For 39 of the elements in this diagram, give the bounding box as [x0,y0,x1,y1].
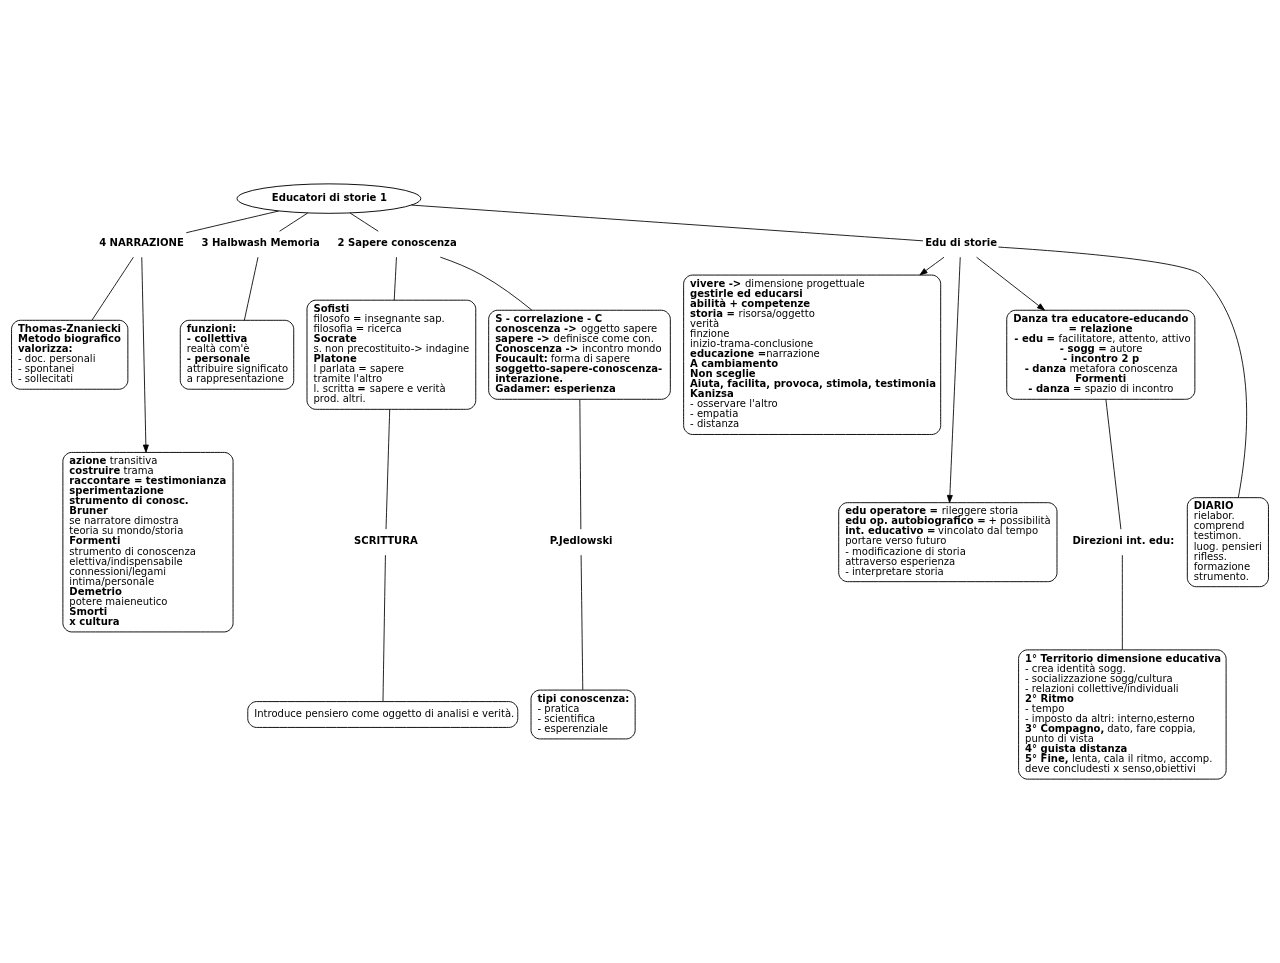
connector [1105,398,1122,530]
connector [439,256,533,311]
connector [185,210,280,234]
connector [1121,554,1123,651]
connector [579,398,582,530]
node-box: edu operatore = rileggere storia edu op. autobiografico = + possibilità int. educativo = vincolato dal tempo portare verso futuro - modificazione di storia attraverso esperienza - interpretare storia [838,502,1058,583]
connector [580,554,584,691]
node-text: 3 Halbwash Memoria [201,237,320,249]
arrow [141,256,149,453]
node-box: funzioni: - collettiva realtà com'è - personale attribuire significato a rappresentazione [179,319,295,390]
connector [91,256,134,321]
connector [243,256,259,321]
connector [411,204,924,242]
node-ellipse: Educatori di storie 1 [236,183,422,214]
connector [385,409,391,530]
node-box: Danza tra educatore-educando = relazione - edu = facilitatore, attento, attivo - sogg = autore - incontro 2 p - danza metafora conoscenza Formenti - danza = spazio di incontro [1006,309,1196,400]
node-text: Direzioni int. edu: [1072,535,1175,547]
node-box: 1° Territorio dimensione educativa - crea identità sogg. - socializzazione sogg/cultura - relazioni collettive/individuali 2° Ritmo - tempo - imposto da altri: interno,esterno 3° Compagno, dato, fare coppia, punto di vista 4° guista distanza 5° Fine, lenta, cala il ritmo, accomp. deve concludesti x senso,obiettivi [1018,649,1227,780]
node-text: 2 Sapere conoscenza [337,237,457,249]
arrow [919,256,945,276]
node-box: DIARIO rielabor. comprend testimon. luog. pensieri rifless. formazione strumento. [1186,497,1269,588]
node-box: Sofisti filosofo = insegnante sap. filosofia = ricerca Socrate s. non precostituito-> indagine Platone l parlata = sapere tramite l'altro l. scritta = sapere e verità prod. altri. [306,299,477,410]
node-text: 4 NARRAZIONE [99,237,184,249]
connector [349,212,379,232]
connector [382,554,386,702]
node-box: Thomas-Znaniecki Metodo biografico valorizza: - doc. personali - spontanei - sollecitati [11,319,129,390]
connector [393,256,397,301]
node-text: P.Jedlowski [549,535,613,547]
arrow [976,256,1045,311]
connector [998,246,1247,498]
node-text: SCRITTURA [354,535,418,547]
node-box: vivere -> dimensione progettuale gestirle ed educarsi abilità + competenze storia = risorsa/oggetto verità finzione inizio-trama-conclusione educazione =narrazione A cambiamento Non sceglie Aiuta, facilita, provoca, stimola, testimonia Kanizsa - osservare l'altro - empatia - distanza [683,274,942,435]
connector [279,212,309,232]
node-box: tipi conoscenza: - pratica - scientifica - esperenziale [530,689,636,740]
node-box: Introduce pensiero come oggetto di analisi e verità. [247,701,519,728]
node-text: Edu di storie [925,237,997,249]
arrow [946,256,961,503]
node-box: azione transitiva costruire trama raccontare = testimonianza sperimentazione strumento di conosc. Bruner se narratore dimostra teoria su mondo/storia Formenti strumento di conoscenza elettiva/indispensabile connessioni/legami intima/personale Demetrio potere maieneutico Smorti x cultura [62,451,234,633]
node-box: S - correlazione - C conoscenza -> oggetto sapere sapere -> definisce come con. Conoscenza -> incontro mondo Foucault: forma di sapere soggetto-sapere-conoscenza- interazione. Gadamer: esperienza [488,309,671,400]
